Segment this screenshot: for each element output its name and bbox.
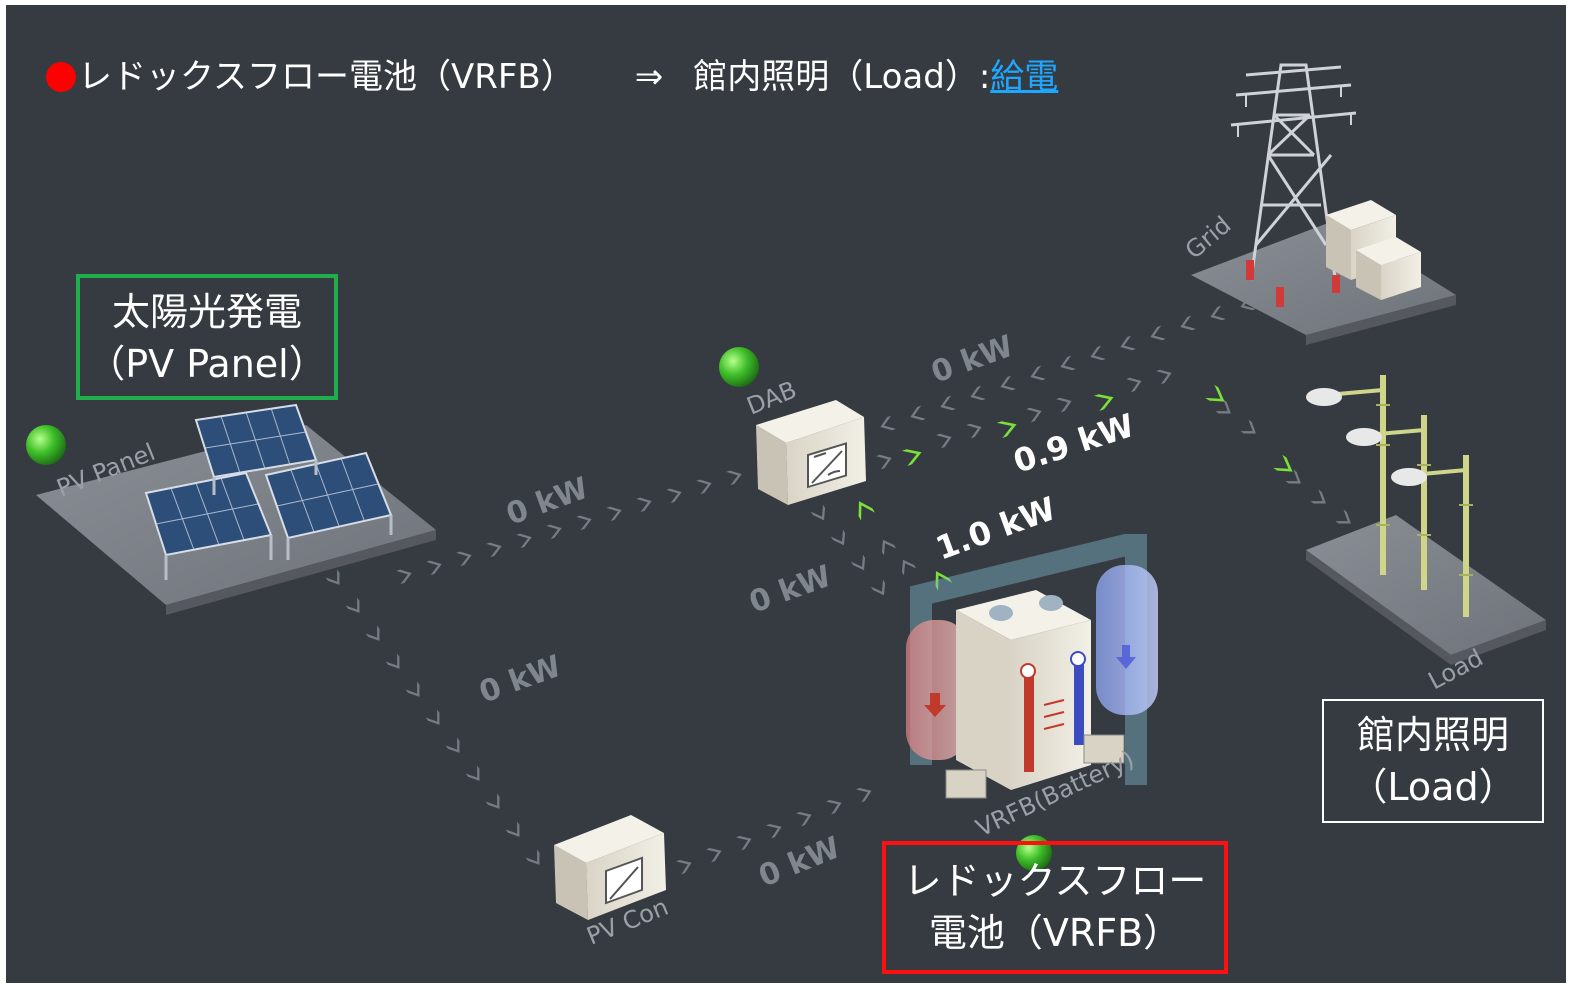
grid-node[interactable] (1191, 63, 1456, 345)
vrfb-callout-title: レドックスフロー (903, 859, 1207, 903)
pv-callout-title: 太陽光発電 (111, 290, 302, 334)
vrfb-callout-box: レドックスフロー 電池（VRFB） (882, 841, 1228, 974)
energy-flow-diagram: PV Panel DAB (26, 63, 1546, 951)
header-target: 館内照明（Load）: (693, 57, 991, 97)
header-arrow: ⇒ (634, 57, 664, 97)
flow-label-dab-grid: 0 kW (927, 329, 1018, 391)
pv-callout-subtitle: （PV Panel） (87, 342, 327, 386)
pv-callout-box: 太陽光発電 （PV Panel） (76, 274, 338, 400)
pv-panel-status-led (26, 425, 66, 465)
header-status-line: レドックスフロー電池（VRFB） ⇒ 館内照明（Load）:給電 (46, 49, 1058, 98)
header-source: レドックスフロー電池（VRFB） (78, 57, 575, 97)
header-status-link[interactable]: 給電 (990, 57, 1059, 97)
load-node[interactable] (1306, 375, 1546, 665)
pv-con-node[interactable] (554, 815, 666, 920)
dab-status-led (719, 347, 759, 387)
flow-label-pvcon-to-vrfb: 0 kW (754, 830, 845, 894)
grid-label: Grid (1180, 211, 1237, 265)
load-callout-subtitle: （Load） (1349, 765, 1517, 809)
dab-node[interactable] (756, 400, 866, 505)
status-dot-icon (46, 62, 76, 92)
flow-pv-to-pvcon (325, 569, 546, 869)
pv-panel-node[interactable] (36, 403, 436, 615)
flow-label-dab-to-load: 0.9 kW (1009, 406, 1139, 481)
diagram-canvas: レドックスフロー電池（VRFB） ⇒ 館内照明（Load）:給電 (6, 5, 1566, 983)
flow-label-dab-vrfb: 0 kW (745, 559, 836, 621)
flow-label-pv-to-pvcon: 0 kW (475, 649, 566, 711)
load-callout-box: 館内照明 （Load） (1322, 699, 1544, 823)
flow-label-pv-to-dab: 0 kW (502, 471, 593, 533)
vrfb-battery-node[interactable] (906, 534, 1158, 799)
load-callout-title: 館内照明 (1356, 713, 1509, 757)
vrfb-callout-subtitle: 電池（VRFB） (928, 911, 1182, 955)
